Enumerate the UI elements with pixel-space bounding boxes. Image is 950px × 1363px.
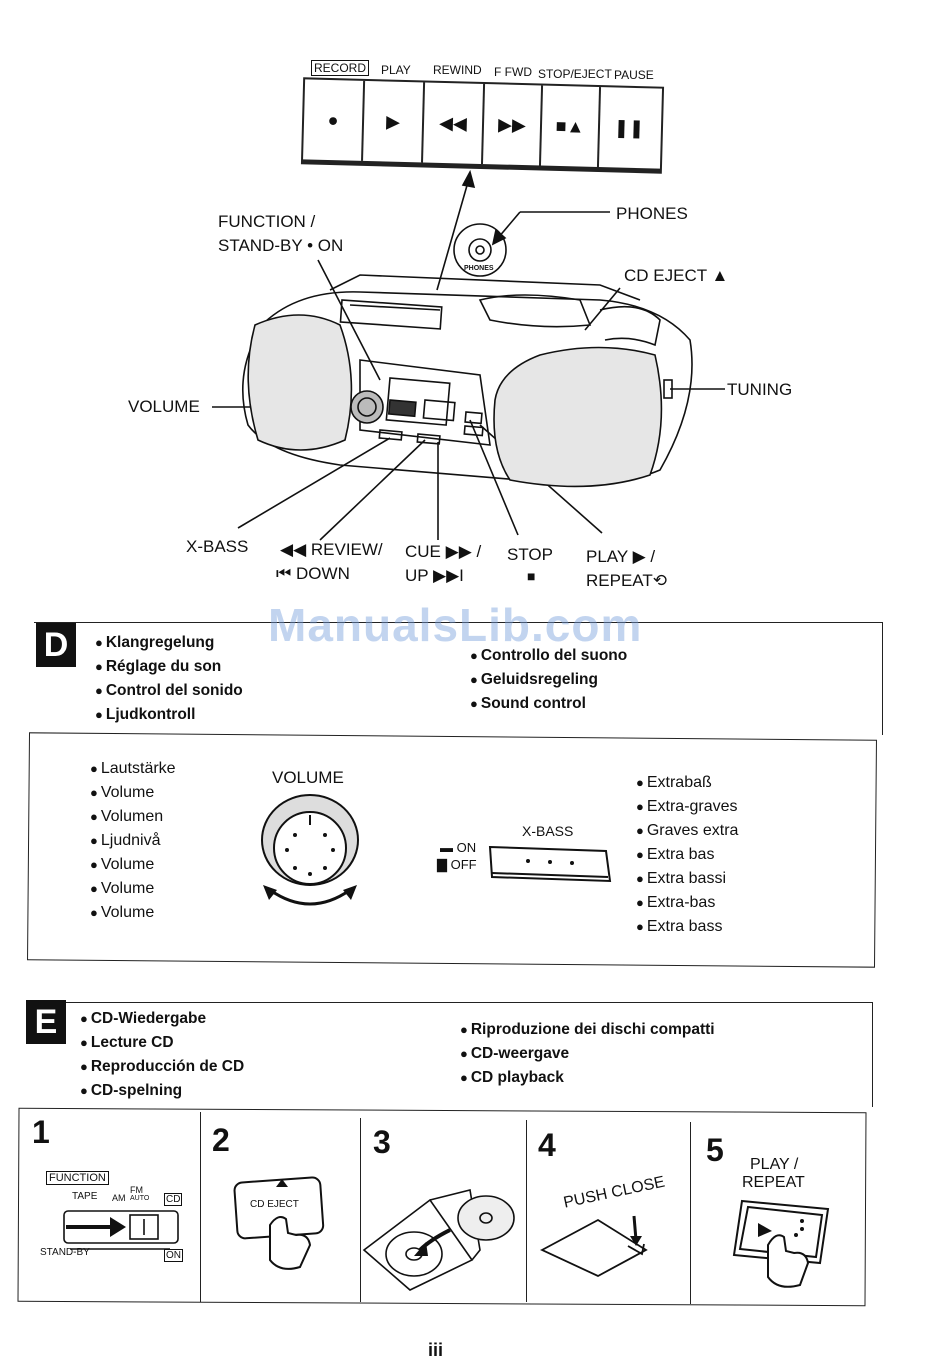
page-number: iii [428,1340,444,1360]
step-1-cd-label: CD [164,1193,183,1206]
list-item: Volume [90,781,176,805]
list-item: Ljudkontroll [95,703,243,727]
list-item: Extra-graves [636,795,738,819]
xbass-on-label: ▬ ON [440,840,477,855]
stop-eject-label: STOP/EJECT [538,67,612,81]
xbass-switch-diagram [488,845,612,883]
list-item: Réglage du son [95,655,243,679]
step-4-close-lid [539,1215,648,1278]
list-item: CD-weergave [460,1042,715,1066]
list-item: Graves extra [636,819,739,843]
list-item: Control del sonido [95,679,243,703]
play-label: PLAY [381,63,411,77]
list-item: Volume [90,853,176,877]
step-1-tape-label: TAPE [72,1191,98,1202]
step-1-standby-label: STAND-BY [40,1247,90,1258]
phones-jack-label: PHONES [464,265,494,272]
step-5-play-repeat-press [732,1199,830,1288]
function-callout-line2: STAND-BY • ON [218,236,344,255]
step-1-fm-label: FM [130,1185,143,1195]
step-3-number: 3 [373,1124,391,1160]
section-e-letter: E [26,1000,66,1044]
list-item: Geluidsregeling [470,668,627,692]
section-d-letter: D [36,623,76,667]
cue-callout-line2: UP ▶▶I [405,566,464,585]
section-e-right-titles: Riproduzione dei dischi compatti CD-weer… [460,1018,715,1090]
step-divider [690,1122,691,1304]
step-5-number: 5 [706,1132,724,1168]
list-item: Extrabaß [636,771,738,795]
play-repeat-callout-line1: PLAY ▶ / [586,547,656,566]
list-item: Lautstärke [90,757,176,781]
list-item: Klangregelung [95,631,243,655]
list-item: Extra bass [636,915,738,939]
step-divider [526,1120,527,1302]
step-1-on-label: ON [164,1249,183,1262]
list-item: Sound control [470,692,627,716]
step-5-label-line1: PLAY / [750,1156,799,1173]
volume-knob-diagram [261,794,359,906]
step-4-number: 4 [538,1127,556,1163]
step-divider [200,1112,201,1302]
xbass-switch-title: X-BASS [522,823,574,839]
step-2-number: 2 [212,1122,230,1158]
review-callout-line2: ⏮ DOWN [276,564,350,583]
list-item: Ljudnivå [90,829,176,853]
section-d-right-titles: Controllo del suono Geluidsregeling Soun… [470,644,627,716]
volume-knob-title: VOLUME [272,768,344,787]
volume-callout: VOLUME [128,397,200,416]
step-1-function-switch [63,1210,179,1250]
list-item: Extra bassi [636,867,738,891]
list-item: CD playback [460,1066,715,1090]
volume-translations: Lautstärke Volume Volumen Ljudnivå Volum… [90,757,176,925]
list-item: Extra bas [636,843,738,867]
section-e-left-titles: CD-Wiedergabe Lecture CD Reproducción de… [80,1007,244,1103]
list-item: Controllo del suono [470,644,627,668]
list-item: Volume [90,901,176,925]
list-item: Volumen [90,805,176,829]
list-item: CD-Wiedergabe [80,1007,244,1031]
record-label: RECORD [311,60,370,76]
bass-translations: Extrabaß Extra-graves Graves extra Extra… [636,771,739,939]
stop-callout-line2: ■ [527,568,536,584]
rewind-label: REWIND [433,63,482,77]
cd-eject-callout: CD EJECT ▲ [624,266,729,285]
section-d-left-titles: Klangregelung Réglage du son Control del… [95,631,243,727]
step-divider [360,1118,361,1302]
play-repeat-callout-line2: REPEAT⟲ [586,571,667,590]
cue-callout-line1: CUE ▶▶ / [405,542,482,561]
boombox-illustration [212,169,725,541]
tuning-callout: TUNING [727,380,793,399]
step-2-cd-eject-label: CD EJECT [250,1199,299,1210]
list-item: Riproduzione dei dischi compatti [460,1018,715,1042]
section-d-header-box [34,622,883,735]
step-2-cd-eject-press [233,1176,325,1270]
function-callout-line1: FUNCTION / [218,212,316,231]
stop-callout-line1: STOP [507,545,553,564]
phones-callout: PHONES [616,204,688,223]
ffwd-label: F FWD [494,65,532,79]
list-item: Reproducción de CD [80,1055,244,1079]
list-item: Extra-bas [636,891,738,915]
step-5-label-line2: REPEAT [742,1174,805,1191]
step-1-function-label: FUNCTION [46,1171,109,1185]
pause-label: PAUSE [614,68,654,82]
list-item: Volume [90,877,176,901]
step-1-number: 1 [32,1114,50,1150]
section-e-header-box [26,1002,873,1107]
step-1-auto-label: AUTO [130,1195,150,1202]
watermark: ManualsLib.com [268,599,643,651]
list-item: CD-spelning [80,1079,244,1103]
step-3-insert-disc [362,1189,515,1291]
review-callout-line1: ◀◀ REVIEW/ [280,540,383,559]
xbass-off-label: ▇ OFF [437,857,477,872]
step-1-am-label: AM [112,1193,126,1203]
list-item: Lecture CD [80,1031,244,1055]
xbass-callout: X-BASS [186,537,249,556]
